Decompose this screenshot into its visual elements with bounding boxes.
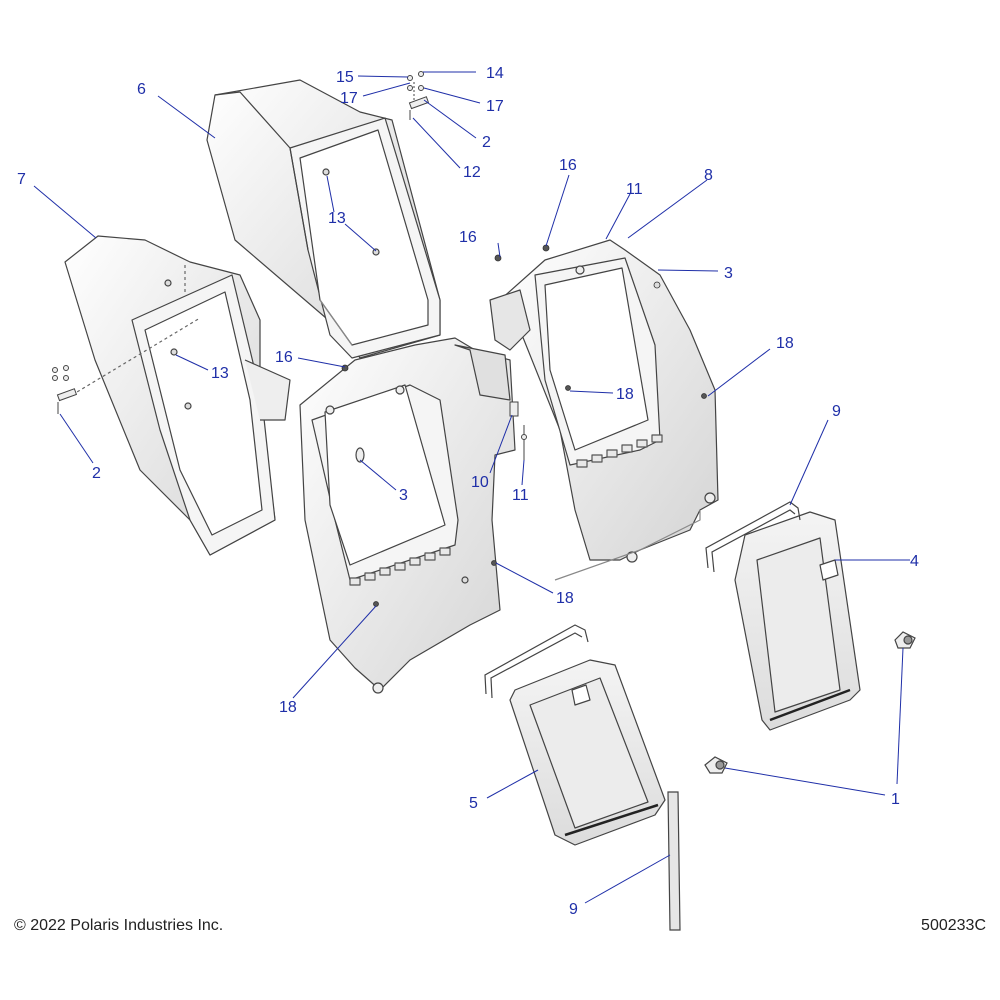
storage-bin-6: [206, 79, 441, 359]
callout-8: 8: [704, 167, 713, 184]
callout-14: 14: [486, 65, 504, 82]
callout-4: 4: [910, 553, 919, 570]
callout-18b: 18: [616, 386, 634, 403]
callout-16a: 16: [559, 157, 577, 174]
callout-10: 10: [471, 474, 489, 491]
callout-9b: 9: [569, 901, 578, 918]
latch-1-upper: [894, 631, 916, 649]
callout-12: 12: [463, 164, 481, 181]
callout-16c: 16: [275, 349, 293, 366]
seal-strip-9: [667, 791, 681, 931]
callout-18c: 18: [556, 590, 574, 607]
callout-11a: 11: [626, 181, 643, 198]
callout-18d: 18: [279, 699, 297, 716]
callout-3a: 3: [724, 265, 733, 282]
callout-18a: 18: [776, 335, 794, 352]
copyright-notice: © 2022 Polaris Industries Inc.: [14, 917, 224, 934]
door-seal-9a: [705, 501, 801, 573]
center-bracket: [509, 401, 527, 460]
callout-13a: 13: [328, 210, 346, 227]
door-seal-9b: [484, 624, 589, 699]
storage-bin-7: [64, 235, 291, 556]
callout-13b: 13: [211, 365, 229, 382]
latch-hardware-top: [407, 71, 430, 120]
callout-9a: 9: [832, 403, 841, 420]
callout-2a: 2: [482, 134, 491, 151]
callout-6: 6: [137, 81, 146, 98]
callout-17a: 17: [340, 90, 358, 107]
fasteners: [341, 244, 707, 607]
callout-7: 7: [17, 171, 26, 188]
latch-hardware-left: [52, 365, 78, 414]
callout-2b: 2: [92, 465, 101, 482]
callout-16b: 16: [459, 229, 477, 246]
latch-1-lower: [704, 756, 728, 774]
callout-3b: 3: [399, 487, 408, 504]
front-panel-left: [299, 337, 516, 694]
callout-15: 15: [336, 69, 354, 86]
callout-17b: 17: [486, 98, 504, 115]
leader-lines: [33, 71, 910, 904]
callout-5: 5: [469, 795, 478, 812]
callout-1: 1: [891, 791, 900, 808]
callout-labels: 6 7 15 14 17 17 2 12 13 13 2 16 11 8 16 …: [17, 65, 919, 918]
front-panel-right: [489, 239, 719, 581]
callout-11b: 11: [512, 487, 529, 504]
access-door-4: [734, 511, 861, 731]
access-door-5: [509, 659, 666, 846]
document-number: 500233C: [921, 917, 986, 934]
